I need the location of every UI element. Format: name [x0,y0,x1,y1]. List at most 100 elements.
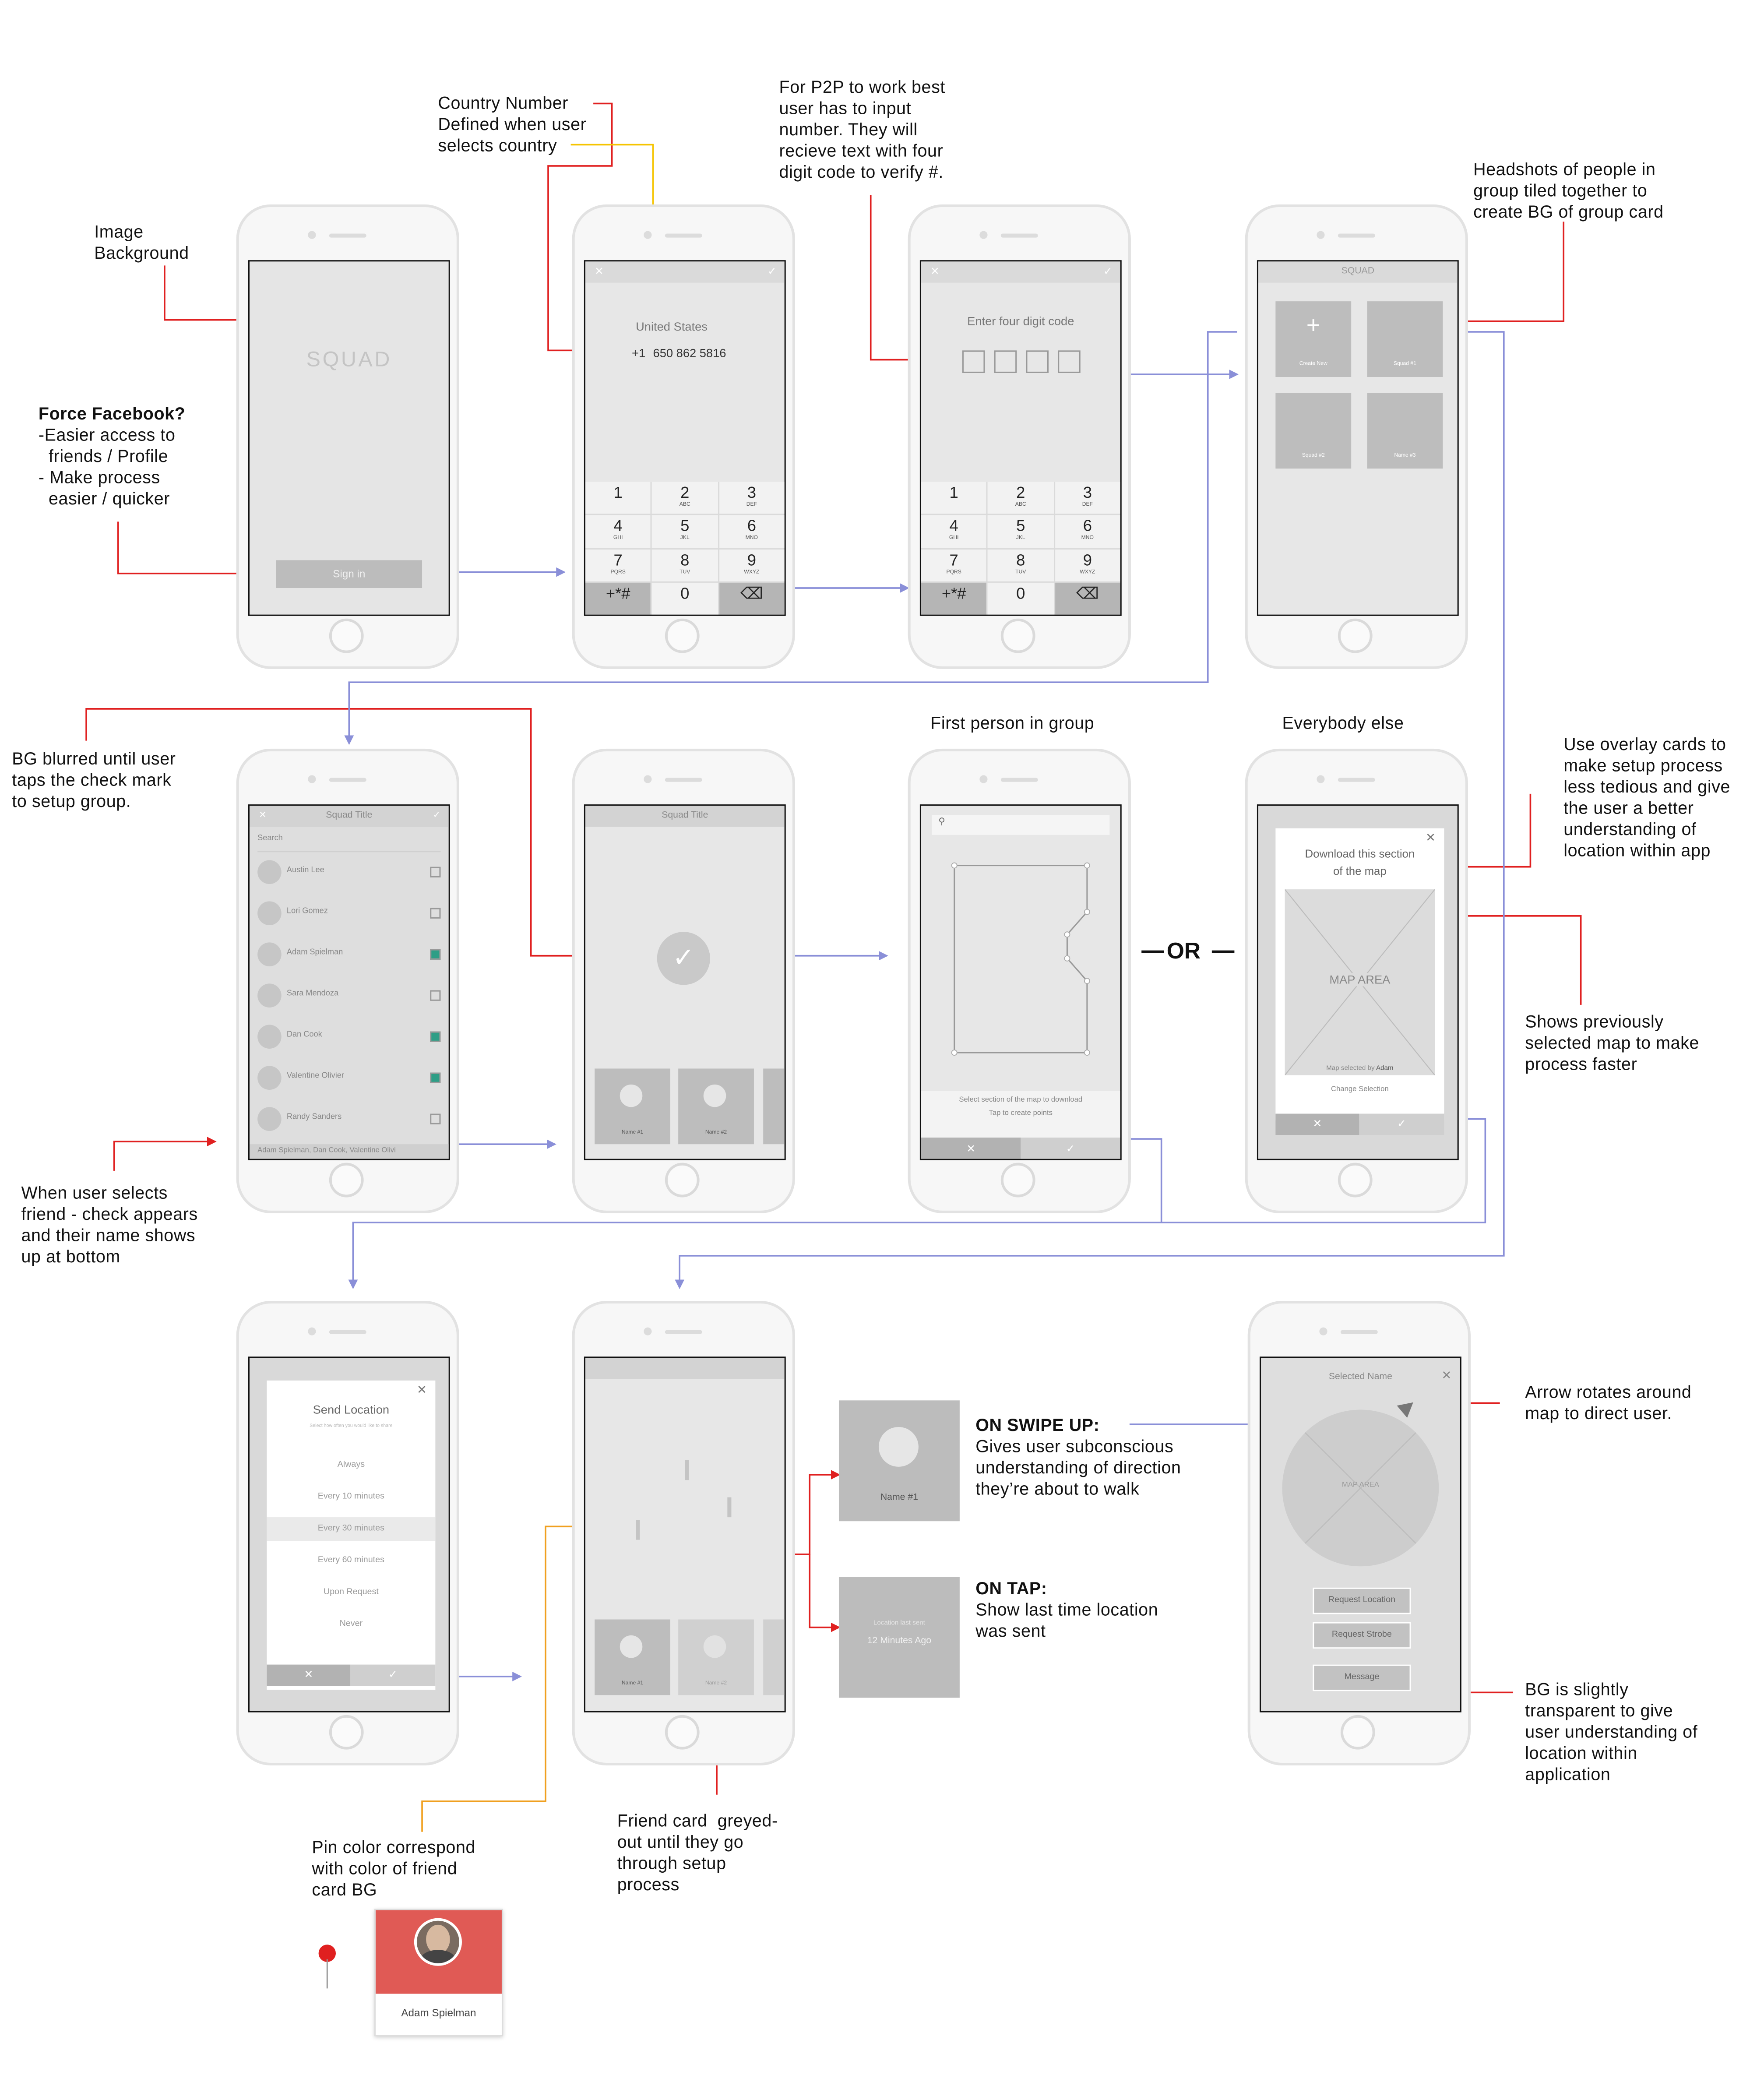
avatar [257,942,282,967]
home-button[interactable] [329,1163,364,1198]
frequency-option[interactable]: Always [337,1460,365,1469]
close-icon[interactable]: ✕ [930,265,940,278]
close-icon[interactable]: ✕ [259,811,267,821]
frequency-option[interactable]: Never [339,1619,363,1629]
close-icon[interactable]: ✕ [416,1383,427,1397]
confirm-button[interactable]: ✓ [350,1664,436,1686]
phone-number-field[interactable]: 650 862 5816 [653,346,726,360]
home-button[interactable] [1338,618,1373,653]
cancel-button[interactable]: ✕ [1275,1113,1359,1135]
map-pin[interactable] [636,1520,640,1540]
request-strobe-button[interactable]: Request Strobe [1313,1622,1411,1649]
keypad-key[interactable]: 1 [921,482,987,514]
phone-group-check: Squad Title ✓ Name #1 Name #2 [572,748,795,1213]
confirm-button[interactable]: ✓ [1021,1138,1120,1159]
home-button[interactable] [1338,1163,1373,1198]
contact-checkbox[interactable] [430,867,441,877]
confirm-button[interactable]: ✓ [1359,1113,1444,1135]
swipe-up-card[interactable]: Name #1 [838,1400,960,1522]
close-icon[interactable]: ✕ [1441,1368,1452,1382]
keypad-key[interactable]: ⌫ [1055,582,1120,615]
contact-row[interactable]: Randy Sanders [250,1103,449,1138]
sign-in-button[interactable]: Sign in [276,560,423,588]
contact-checkbox[interactable] [430,1031,441,1042]
tap-card[interactable]: Location last sent 12 Minutes Ago [838,1577,960,1698]
frequency-option[interactable]: Every 60 minutes [317,1556,384,1565]
contact-checkbox[interactable] [430,949,441,960]
keypad-key[interactable]: +*# [585,582,651,615]
squad-tile[interactable] [1367,301,1443,377]
friend-card[interactable] [763,1068,785,1145]
country-name[interactable]: United States [636,320,708,333]
check-icon[interactable]: ✓ [1103,265,1113,278]
contact-checkbox[interactable] [430,1072,441,1083]
home-button[interactable] [1000,1163,1035,1198]
cancel-button[interactable]: ✕ [921,1138,1021,1159]
home-button[interactable] [1000,618,1035,653]
code-digit-box[interactable] [994,350,1017,373]
squad-tile[interactable] [1367,393,1443,469]
home-button[interactable] [665,1163,700,1198]
check-icon[interactable]: ✓ [768,265,777,278]
home-button[interactable] [1340,1715,1375,1750]
code-digit-box[interactable] [1026,350,1049,373]
friend-card-sample[interactable]: Adam Spielman [374,1909,503,2036]
check-icon[interactable]: ✓ [433,811,441,821]
home-button[interactable] [665,1715,700,1750]
frequency-option[interactable]: Upon Request [323,1587,379,1597]
keypad-key[interactable]: +*# [921,582,987,615]
request-location-button[interactable]: Request Location [1313,1587,1411,1614]
contact-checkbox[interactable] [430,1113,441,1124]
code-digit-box[interactable] [1058,350,1081,373]
contact-row[interactable]: Austin Lee [250,856,449,891]
home-button[interactable] [665,618,700,653]
home-button[interactable] [329,1715,364,1750]
map-pin[interactable] [727,1497,732,1518]
friend-card-name: Adam Spielman [401,2007,476,2019]
code-digit-box[interactable] [962,350,985,373]
contact-row[interactable]: Dan Cook [250,1021,449,1055]
contact-row[interactable]: Sara Mendoza [250,979,449,1014]
friend-card[interactable] [763,1619,785,1695]
map-pin[interactable] [685,1460,689,1480]
keypad-key[interactable]: 1 [585,482,651,514]
keypad-key[interactable]: 0 [652,582,718,615]
home-button[interactable] [329,618,364,653]
frequency-option[interactable]: Every 10 minutes [317,1492,384,1501]
confirm-check-button[interactable]: ✓ [657,932,710,985]
frequency-option[interactable]: Every 30 minutes [267,1517,436,1541]
create-new-tile[interactable] [1275,301,1352,377]
contact-row[interactable]: Adam Spielman [250,938,449,973]
cancel-button[interactable]: ✕ [267,1664,351,1686]
keypad-key[interactable]: 0 [988,582,1054,615]
message-button[interactable]: Message [1313,1664,1411,1691]
keypad-key[interactable]: ⌫ [719,582,785,615]
search-input[interactable]: Search [257,835,441,853]
contact-checkbox[interactable] [430,908,441,919]
close-icon[interactable]: ✕ [595,265,604,278]
squad-tile[interactable] [1275,393,1352,469]
contact-row[interactable]: Valentine Olivier [250,1062,449,1096]
contact-row[interactable]: Lori Gomez [250,897,449,932]
contact-checkbox[interactable] [430,990,441,1001]
search-input[interactable] [932,815,1110,835]
change-selection-link[interactable]: Change Selection [1331,1085,1389,1094]
close-icon[interactable]: ✕ [1425,831,1436,845]
map-selection[interactable] [921,806,1120,1160]
